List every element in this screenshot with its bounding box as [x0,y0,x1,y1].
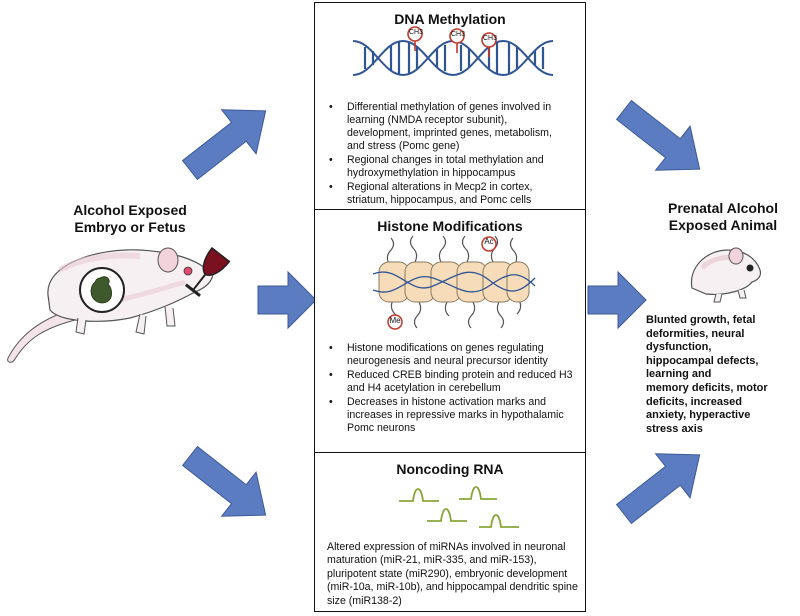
outcomes-text: Blunted growth, fetal deformities, neura… [646,314,768,435]
nucleosome-chromatin-icon [372,235,536,330]
exposed-animal-label-line1: Prenatal Alcohol [668,200,778,216]
methyl-marker-label: Me [389,316,401,325]
exposed-animal-label-line2: Exposed Animal [668,217,778,233]
dna-double-helix-icon [352,26,554,77]
embryo-label-line2: Embryo or Fetus [74,219,186,235]
pregnant-rat-illustration [7,246,231,363]
rat-tail [7,309,76,363]
noncoding-description: Altered expression of miRNAs involved in… [327,541,578,607]
dna-methylation-title: DNA Methylation [394,11,506,27]
exposed-animal-label: Prenatal Alcohol Exposed Animal [650,200,796,234]
ch3-marker-label-3: CH3 [482,35,497,42]
ch3-marker-label-1: CH3 [408,29,423,36]
noncoding-title: Noncoding RNA [396,461,504,477]
dna-bullet-1: Differential methylation of genes involv… [327,101,583,153]
embryo-label-line1: Alcohol Exposed [73,202,187,218]
dna-bullet-2: Regional changes in total methylation an… [327,154,583,180]
mirna-hairpin-icon [399,486,519,528]
acetyl-marker-label: Ac [484,237,494,246]
embryo-label: Alcohol Exposed Embryo or Fetus [58,202,202,236]
arrow-noncoding-to-animal [615,453,701,525]
arrow-dna-to-animal [615,99,701,171]
arrow-embryo-to-histone [257,270,317,330]
histone-modifications-panel: Histone Modifications [314,209,586,453]
noncoding-rna-panel: Noncoding RNA Altered expression of miRN… [314,452,586,612]
dna-methylation-bullets: Differential methylation of genes involv… [327,101,583,208]
histone-bullet-3: Decreases in histone activation marks an… [327,396,583,435]
dna-bullet-3: Regional alterations in Mecp2 in cortex,… [327,181,583,207]
rat-eye [183,266,193,276]
histone-bullet-1: Histone modifications on genes regulatin… [327,342,583,368]
arrow-embryo-to-noncoding [181,445,267,517]
dna-methylation-panel: DNA Methylation [314,2,586,210]
wine-glass-icon [184,246,231,297]
embryo-icon [90,276,113,304]
arrow-embryo-to-dna [181,109,267,181]
rat-ear [157,247,179,273]
small-rat-icon [690,247,762,303]
histone-title: Histone Modifications [377,218,523,234]
histone-bullets: Histone modifications on genes regulatin… [327,342,583,436]
ch3-marker-label-2: CH3 [450,31,465,38]
histone-bullet-2: Reduced CREB binding protein and reduced… [327,369,583,395]
arrow-histone-to-animal [587,270,647,330]
